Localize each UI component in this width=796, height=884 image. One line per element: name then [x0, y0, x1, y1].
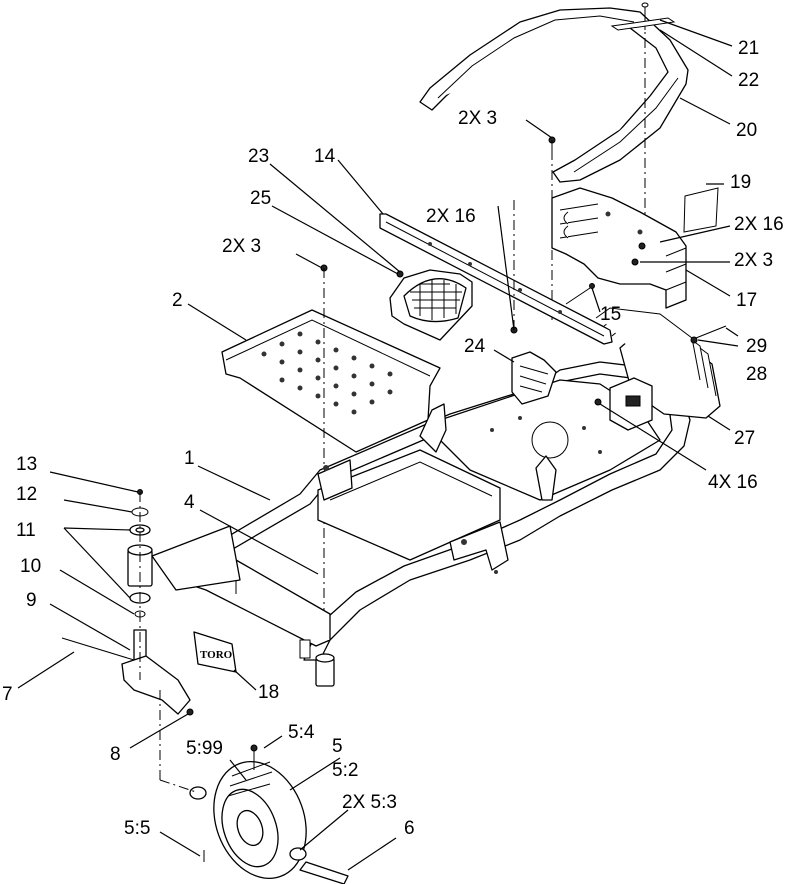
bolt-3-right — [631, 258, 639, 266]
bushing-5-3-right — [289, 847, 307, 861]
bolt-7 — [61, 637, 135, 661]
bushing-5-3-left — [189, 786, 207, 800]
axle-bolt-6 — [299, 861, 349, 884]
label-3-mid: 2X 3 — [222, 236, 261, 257]
nut-8 — [186, 708, 194, 716]
toro-logo: TORO — [200, 649, 233, 661]
rail-14-part — [379, 213, 613, 345]
decal-19-part — [683, 187, 719, 233]
label-29: 29 — [746, 336, 767, 357]
label-11: 11 — [16, 520, 36, 541]
label-27: 27 — [734, 428, 755, 449]
bracket-17-part — [551, 187, 687, 309]
label-16-lower: 4X 16 — [708, 472, 758, 493]
weight-27-part — [595, 307, 721, 419]
label-19: 19 — [730, 172, 751, 193]
label-17: 17 — [736, 290, 757, 311]
bolt-29 — [690, 325, 727, 344]
caster-wheel-5 — [189, 744, 349, 884]
label-8: 8 — [110, 744, 121, 765]
main-frame-1-part — [175, 361, 691, 687]
label-16-right: 2X 16 — [734, 214, 784, 235]
roll-bar-part — [419, 7, 689, 183]
label-2: 2 — [172, 290, 183, 311]
label-25: 25 — [250, 188, 271, 209]
label-20: 20 — [736, 120, 757, 141]
label-16-mid: 2X 16 — [426, 206, 476, 227]
label-13: 13 — [16, 454, 37, 475]
label-6: 6 — [404, 818, 415, 839]
label-7: 7 — [2, 684, 13, 705]
label-24: 24 — [464, 336, 486, 357]
label-3-right: 2X 3 — [734, 250, 773, 271]
label-5-4: 5:4 — [288, 722, 315, 743]
caster-assembly — [61, 489, 241, 716]
label-21: 21 — [738, 38, 759, 59]
floor-plate-2-part — [221, 309, 441, 453]
part-labels: 21 22 20 2X 3 19 2X 16 2X 3 17 15 2X 16 … — [2, 38, 784, 839]
label-5-2: 5:2 — [332, 760, 358, 781]
caster-fork-9 — [121, 655, 191, 715]
label-15: 15 — [600, 304, 621, 325]
label-18: 18 — [258, 682, 279, 703]
decal-18-part: TORO — [193, 631, 237, 673]
label-28: 28 — [746, 364, 767, 385]
label-5-5: 5:5 — [124, 818, 150, 839]
caster-mount-plate — [151, 525, 241, 591]
leader-lines — [17, 19, 739, 871]
label-10: 10 — [20, 556, 41, 577]
grille-23-part — [389, 269, 473, 341]
label-14: 14 — [314, 146, 336, 167]
alignment-line — [159, 779, 197, 793]
plate-22 — [610, 17, 676, 31]
label-3-top: 2X 3 — [458, 108, 497, 129]
label-4: 4 — [184, 492, 195, 513]
nut-16-lower — [594, 398, 602, 406]
nut-16-right — [638, 242, 646, 250]
bolt-21 — [641, 2, 649, 30]
bolt-3-rollbar — [548, 136, 556, 152]
label-5-3: 2X 5:3 — [342, 792, 397, 813]
bolt-15 — [565, 283, 595, 305]
wheel-tread-5-99 — [227, 761, 273, 797]
label-22: 22 — [738, 70, 759, 91]
bracket-24-part — [511, 351, 557, 405]
weight-bracket — [609, 377, 653, 431]
label-1: 1 — [184, 448, 195, 469]
label-23: 23 — [248, 146, 269, 167]
label-9: 9 — [26, 590, 37, 611]
label-12: 12 — [16, 484, 37, 505]
label-5: 5 — [332, 736, 343, 757]
label-5-99: 5:99 — [186, 738, 223, 759]
floor-plate-holes — [261, 331, 393, 415]
